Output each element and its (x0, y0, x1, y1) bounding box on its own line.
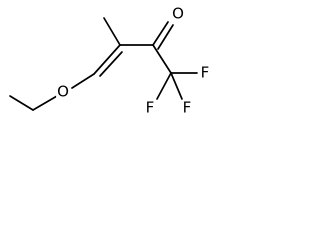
bond-ethyl-ch3-ch2 (9, 95, 34, 111)
bond-drawing (9, 17, 198, 111)
bond-carbonyl-main (152, 21, 169, 46)
bond-cf3-fluorine-right (170, 72, 183, 100)
fluorine-top-label: F (199, 63, 211, 82)
bond-carbonyl-cf3 (152, 44, 172, 74)
fluorine-right-label: F (181, 98, 193, 117)
bond-oxygen-vinyl-carbon (71, 73, 95, 89)
molecule-diagram: O O F F F (0, 0, 224, 120)
bond-alkene-main (93, 44, 121, 75)
oxygen-carbonyl-label: O (171, 4, 185, 23)
bond-carbonyl-second (157, 24, 174, 50)
fluorine-left-label: F (144, 98, 156, 117)
oxygen-ether-label: O (56, 82, 70, 101)
bond-cf3-fluorine-left (156, 72, 172, 100)
bond-methyl (103, 17, 121, 46)
bond-ethyl-ch2-oxygen (32, 95, 58, 111)
bond-alkene-second (99, 51, 123, 77)
